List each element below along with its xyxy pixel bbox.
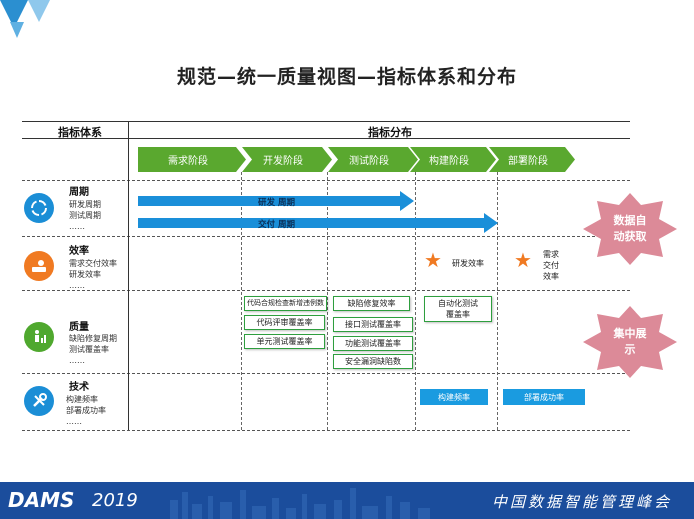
stage-divider bbox=[327, 172, 328, 430]
metric-unit-test-coverage: 单元测试覆盖率 bbox=[244, 334, 325, 349]
central-display-badge: 集中展 示 bbox=[613, 327, 647, 356]
metric-security-vulnerabilities: 安全漏洞缺陷数 bbox=[333, 354, 413, 369]
metric-code-review-coverage: 代码评审覆盖率 bbox=[244, 315, 325, 330]
metric-deploy-success-rate: 部署成功率 bbox=[503, 389, 585, 405]
row-divider bbox=[22, 290, 630, 291]
header-metric-distribution: 指标分布 bbox=[368, 126, 412, 139]
stage-divider bbox=[415, 172, 416, 430]
stage-deployment: 部署阶段 bbox=[489, 147, 575, 172]
header-bottom-line bbox=[22, 138, 630, 139]
quality-icon bbox=[24, 322, 54, 352]
metric-functional-test-coverage: 功能测试覆盖率 bbox=[333, 336, 413, 351]
delivery-cycle-label: 交付 周期 bbox=[258, 220, 295, 230]
category-title-efficiency: 效率 bbox=[69, 246, 89, 257]
category-sub-cycle: 研发周期 测试周期 …… bbox=[69, 200, 101, 231]
row-divider bbox=[22, 430, 630, 431]
metric-defect-fix-efficiency: 缺陷修复效率 bbox=[333, 296, 410, 311]
star-icon: ★ bbox=[514, 248, 532, 272]
efficiency-icon bbox=[24, 251, 54, 281]
cycle-icon bbox=[24, 193, 54, 223]
category-title-cycle: 周期 bbox=[69, 187, 89, 198]
corner-decoration bbox=[0, 0, 50, 38]
column-divider bbox=[128, 121, 129, 430]
stage-testing: 测试阶段 bbox=[328, 147, 418, 172]
row-divider bbox=[22, 180, 630, 181]
row-divider bbox=[22, 373, 630, 374]
star-icon: ★ bbox=[424, 248, 442, 272]
stage-divider bbox=[497, 172, 498, 430]
metric-build-frequency: 构建频率 bbox=[420, 389, 488, 405]
footer-conference-name: 中国数据智能管理峰会 bbox=[491, 493, 672, 511]
dev-cycle-arrow bbox=[138, 191, 414, 211]
auto-data-badge-shape bbox=[583, 193, 677, 265]
stage-build: 构建阶段 bbox=[410, 147, 496, 172]
metric-code-compliance: 代码合规检查新增违例数 bbox=[244, 296, 327, 311]
stage-requirements: 需求阶段 bbox=[138, 147, 246, 172]
category-sub-efficiency: 需求交付效率 研发效率 …… bbox=[69, 259, 117, 290]
header-metric-system: 指标体系 bbox=[58, 126, 102, 139]
footer-banner: DAMS 2019 中国数据智能管理峰会 bbox=[0, 482, 694, 519]
delivery-cycle-arrow bbox=[138, 213, 498, 233]
category-title-quality: 质量 bbox=[69, 322, 89, 333]
dev-cycle-label: 研发 周期 bbox=[258, 198, 295, 208]
central-display-badge-shape bbox=[583, 306, 677, 378]
metric-automated-test-coverage: 自动化测试 覆盖率 bbox=[424, 296, 492, 322]
stage-divider bbox=[241, 172, 242, 430]
header-top-line bbox=[22, 121, 630, 122]
category-sub-tech: 构建频率 部署成功率 …… bbox=[66, 395, 106, 426]
category-sub-quality: 缺陷修复周期 测试覆盖率 …… bbox=[69, 334, 117, 365]
footer-logo: DAMS bbox=[8, 488, 75, 512]
stage-development: 开发阶段 bbox=[242, 147, 332, 172]
category-title-tech: 技术 bbox=[69, 382, 89, 393]
auto-data-badge: 数据自 动获取 bbox=[613, 214, 647, 243]
req-delivery-efficiency-label: 需求 交付 效率 bbox=[543, 250, 559, 281]
skyline-decoration bbox=[170, 488, 430, 519]
footer-year: 2019 bbox=[92, 490, 138, 511]
dev-efficiency-label: 研发效率 bbox=[452, 259, 484, 268]
row-divider bbox=[22, 236, 630, 237]
tools-icon bbox=[24, 386, 54, 416]
metric-api-test-coverage: 接口测试覆盖率 bbox=[333, 317, 413, 332]
page-title: 规范—统一质量视图—指标体系和分布 bbox=[176, 66, 517, 88]
